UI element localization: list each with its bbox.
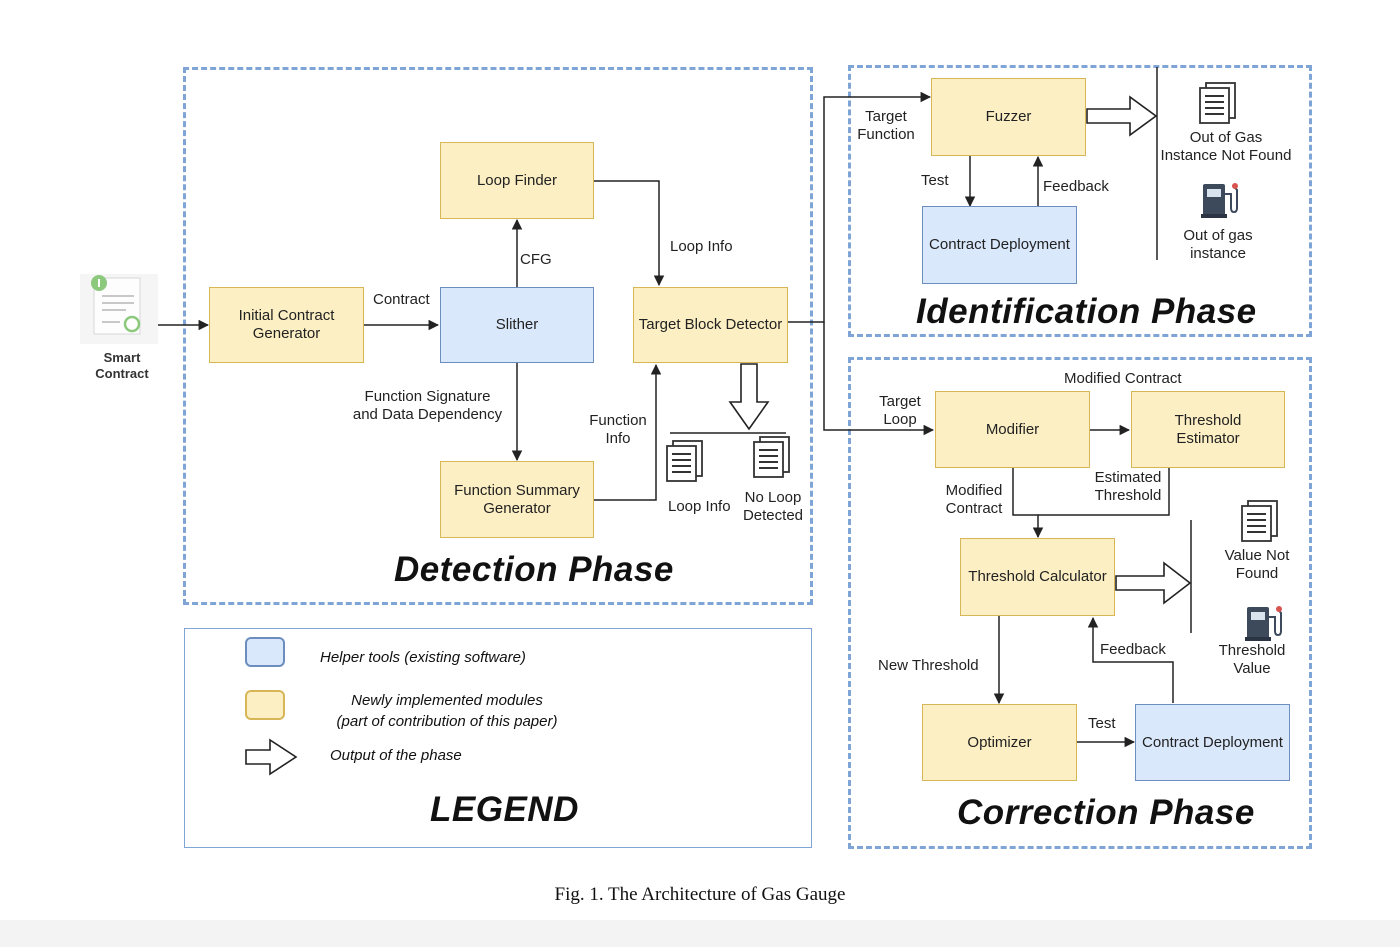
- edge-label-feedback-correction: Feedback: [1100, 641, 1166, 658]
- legend-new-module-swatch: [245, 690, 285, 720]
- edge-label-feedback-identification: Feedback: [1043, 178, 1109, 195]
- edge-label-test-identification: Test: [921, 172, 949, 189]
- edge-label-function-info: Function Info: [589, 412, 647, 447]
- edge-label-target-function: Target Function: [857, 108, 915, 143]
- edge-label-cfg: CFG: [520, 251, 552, 268]
- figure-caption: Fig. 1. The Architecture of Gas Gauge: [554, 884, 846, 905]
- output-arrow-identification: [1086, 95, 1158, 137]
- edge-label-function-signature: Function Signature and Data Dependency: [352, 388, 503, 423]
- output-out-of-gas-not-found: Out of Gas Instance Not Found: [1160, 129, 1292, 164]
- output-loop-info: Loop Info: [668, 498, 731, 515]
- no-loop-document-icon: [752, 436, 792, 485]
- edge-loopfinder-to-tbd: [594, 180, 665, 287]
- smart-contract-label: Smart Contract: [95, 350, 149, 381]
- loop-finder: Loop Finder: [440, 142, 594, 219]
- output-value-not-found: Value Not Found: [1224, 547, 1290, 582]
- legend-new-module-text: Newly implemented modules (part of contr…: [336, 692, 558, 730]
- initial-contract-generator: Initial Contract Generator: [209, 287, 364, 363]
- value-not-found-document-icon: [1240, 500, 1280, 549]
- threshold-calculator: Threshold Calculator: [960, 538, 1115, 616]
- contract-deployment-correction: Contract Deployment: [1135, 704, 1290, 781]
- legend-title: LEGEND: [430, 790, 579, 829]
- legend-output-text: Output of the phase: [330, 747, 462, 764]
- edge-label-modified-contract-left: Modified Contract: [945, 482, 1003, 517]
- loop-info-document-icon: [665, 440, 705, 489]
- edge-deploy-to-calculator: [1087, 616, 1174, 703]
- edge-label-test-correction: Test: [1088, 715, 1116, 732]
- edge-tbd-to-fuzzer: [788, 91, 932, 323]
- output-threshold-value: Threshold Value: [1218, 642, 1286, 677]
- fuzzer: Fuzzer: [931, 78, 1086, 156]
- output-arrow-correction: [1115, 561, 1192, 605]
- edge-label-estimated-threshold: Estimated Threshold: [1094, 469, 1162, 504]
- edge-estimator-to-calculator: [1038, 468, 1170, 516]
- contract-deployment-identification: Contract Deployment: [922, 206, 1077, 284]
- gas-pump-icon-identification: [1199, 180, 1243, 225]
- edge-fsg-to-tbd: [594, 363, 662, 501]
- detection-phase-container: [183, 67, 813, 605]
- smart-contract-icon: [80, 274, 158, 344]
- correction-phase-container: [848, 357, 1312, 849]
- optimizer: Optimizer: [922, 704, 1077, 781]
- legend-helper-swatch: [245, 637, 285, 667]
- output-no-loop-detected: No Loop Detected: [742, 489, 804, 524]
- legend-container: [184, 628, 812, 848]
- target-block-detector: Target Block Detector: [633, 287, 788, 363]
- function-summary-generator: Function Summary Generator: [440, 461, 594, 538]
- edge-label-contract: Contract: [373, 291, 430, 308]
- edge-tbd-to-modifier: [823, 322, 935, 436]
- edge-modifier-to-calculator: [1012, 468, 1044, 539]
- legend-helper-text: Helper tools (existing software): [320, 649, 526, 666]
- bottom-band: [0, 920, 1400, 947]
- modifier: Modifier: [935, 391, 1090, 468]
- identification-phase-container: [848, 65, 1312, 337]
- gas-pump-icon-correction: [1243, 603, 1287, 648]
- out-of-gas-not-found-document-icon: [1198, 82, 1238, 131]
- edge-label-new-threshold: New Threshold: [878, 657, 979, 674]
- threshold-estimator: Threshold Estimator: [1131, 391, 1285, 468]
- output-out-of-gas-instance: Out of gas instance: [1183, 227, 1253, 262]
- slither: Slither: [440, 287, 594, 363]
- detection-phase-title: Detection Phase: [394, 550, 674, 589]
- output-arrow-detection: [728, 363, 770, 431]
- edge-label-modified-contract-top: Modified Contract: [1064, 370, 1182, 387]
- edge-label-target-loop: Target Loop: [879, 393, 921, 428]
- legend-output-arrow-icon: [245, 738, 298, 776]
- identification-phase-title: Identification Phase: [916, 292, 1257, 331]
- correction-phase-title: Correction Phase: [957, 793, 1255, 832]
- edge-label-loop-info: Loop Info: [670, 238, 733, 255]
